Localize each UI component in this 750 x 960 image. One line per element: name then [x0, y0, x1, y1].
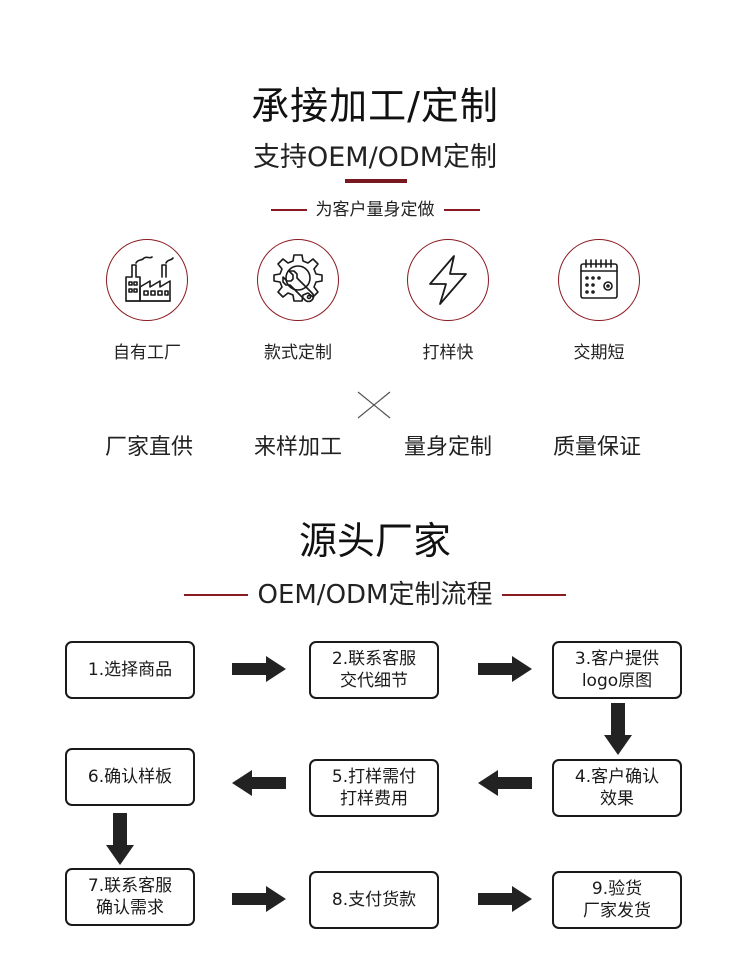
- tagline-text: 为客户量身定做: [315, 200, 435, 220]
- step-line2: 效果: [600, 789, 634, 809]
- step-line2: 厂家发货: [583, 901, 651, 921]
- tagline-left-rule: [270, 209, 307, 211]
- section-title: 源头厂家: [298, 519, 451, 563]
- feature-fast-sampling: 打样快: [398, 239, 498, 379]
- highlight-quality-guarantee: 质量保证: [552, 435, 641, 460]
- step-line1: 1.选择商品: [87, 660, 173, 680]
- lightning-icon: [429, 255, 467, 305]
- step-line1: 4.客户确认: [574, 767, 660, 787]
- step-line1: 5.打样需付: [331, 767, 417, 787]
- gear-wrench-icon: [273, 254, 323, 303]
- arrow-right-icon: [478, 656, 532, 682]
- process-heading: OEM/ODM定制流程: [0, 577, 750, 613]
- step-4: 4.客户确认 效果: [552, 759, 682, 817]
- step-line1: 7.联系客服: [87, 876, 173, 896]
- times-icon: [357, 391, 391, 419]
- feature-circle: [407, 239, 489, 321]
- tagline: 为客户量身定做: [0, 197, 750, 223]
- step-5: 5.打样需付 打样费用: [309, 759, 439, 817]
- arrow-down-icon: [106, 813, 134, 865]
- step-3: 3.客户提供 logo原图: [552, 641, 682, 699]
- feature-circle: [257, 239, 339, 321]
- step-line2: logo原图: [581, 671, 653, 691]
- arrow-right-icon: [232, 886, 286, 912]
- step-7: 7.联系客服 确认需求: [65, 868, 195, 926]
- step-line2: 交代细节: [340, 671, 408, 691]
- subtitle-underline: [345, 179, 407, 183]
- tagline-right-rule: [443, 209, 480, 211]
- arrow-right-icon: [478, 886, 532, 912]
- step-line1: 2.联系客服: [331, 649, 417, 669]
- feature-short-delivery: 交期短: [549, 239, 649, 379]
- feature-label: 交期短: [573, 343, 625, 363]
- highlight-direct-supply: 厂家直供: [104, 435, 193, 460]
- calendar-icon: [580, 259, 618, 299]
- factory-icon: [125, 256, 174, 302]
- step-line1: 6.确认样板: [87, 767, 173, 787]
- feature-circle: [106, 239, 188, 321]
- feature-own-factory: 自有工厂: [97, 239, 197, 379]
- feature-style-custom: 款式定制: [248, 239, 348, 379]
- feature-label: 款式定制: [264, 343, 332, 363]
- arrow-left-icon: [478, 770, 532, 796]
- arrow-left-icon: [232, 770, 286, 796]
- step-line2: 确认需求: [96, 898, 164, 918]
- step-2: 2.联系客服 交代细节: [309, 641, 439, 699]
- feature-circle: [558, 239, 640, 321]
- feature-label: 自有工厂: [113, 343, 181, 363]
- step-line1: 9.验货: [591, 879, 643, 899]
- step-9: 9.验货 厂家发货: [552, 871, 682, 929]
- process-title: OEM/ODM定制流程: [257, 580, 493, 610]
- step-1: 1.选择商品: [65, 641, 195, 699]
- step-line1: 3.客户提供: [574, 649, 660, 669]
- highlight-tailor-made: 量身定制: [403, 435, 492, 460]
- step-line2: 打样费用: [340, 789, 408, 809]
- highlight-sample-processing: 来样加工: [253, 435, 342, 460]
- step-8: 8.支付货款: [309, 871, 439, 929]
- step-line1: 8.支付货款: [331, 890, 417, 910]
- arrow-down-icon: [604, 703, 632, 755]
- process-right-rule: [501, 594, 566, 596]
- step-6: 6.确认样板: [65, 748, 195, 806]
- arrow-right-icon: [232, 656, 286, 682]
- process-left-rule: [184, 594, 249, 596]
- feature-label: 打样快: [422, 343, 474, 363]
- page-subtitle: 支持OEM/ODM定制: [252, 142, 498, 173]
- page-title: 承接加工/定制: [251, 84, 499, 128]
